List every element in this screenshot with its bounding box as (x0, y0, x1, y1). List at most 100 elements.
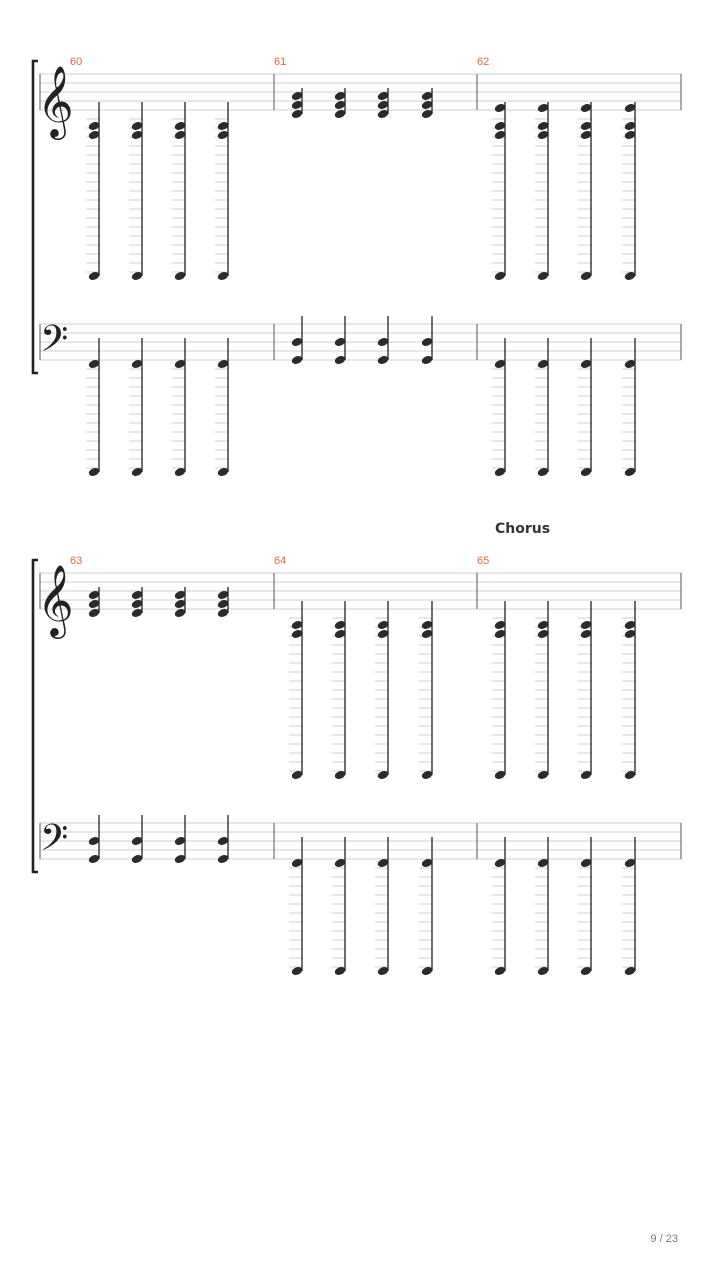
notehead (334, 356, 346, 364)
notehead (174, 837, 186, 845)
notehead (174, 609, 186, 617)
notehead (291, 621, 303, 629)
notehead (131, 591, 143, 599)
notehead (377, 356, 389, 364)
notehead (624, 468, 636, 476)
notehead (88, 468, 100, 476)
notehead (421, 630, 433, 638)
notehead (217, 122, 229, 130)
notehead (494, 468, 506, 476)
notehead (580, 122, 592, 130)
notehead (334, 967, 346, 975)
notehead (217, 609, 229, 617)
notehead (624, 630, 636, 638)
notehead (291, 101, 303, 109)
notehead (580, 468, 592, 476)
notehead (377, 967, 389, 975)
treble-clef-icon: 𝄞 (37, 64, 74, 140)
notehead (537, 131, 549, 139)
notehead (494, 272, 506, 280)
notehead (537, 967, 549, 975)
notehead (421, 771, 433, 779)
notehead (421, 110, 433, 118)
notehead (537, 468, 549, 476)
notehead (421, 92, 433, 100)
notehead (494, 122, 506, 130)
notehead (88, 360, 100, 368)
system-bracket (31, 558, 38, 874)
notehead (334, 859, 346, 867)
notehead (334, 630, 346, 638)
notehead (88, 272, 100, 280)
notehead (217, 591, 229, 599)
notehead (88, 855, 100, 863)
notehead (377, 630, 389, 638)
notehead (537, 859, 549, 867)
notehead (217, 131, 229, 139)
notehead (580, 630, 592, 638)
notehead (580, 621, 592, 629)
notehead (131, 837, 143, 845)
section-marker-chorus: Chorus (495, 521, 550, 537)
notehead (421, 356, 433, 364)
notehead (334, 338, 346, 346)
notehead (494, 131, 506, 139)
notehead (174, 591, 186, 599)
notehead (421, 859, 433, 867)
notehead (291, 771, 303, 779)
notehead (537, 122, 549, 130)
notehead (377, 621, 389, 629)
notehead (494, 859, 506, 867)
notehead (291, 92, 303, 100)
notehead (494, 621, 506, 629)
notehead (217, 837, 229, 845)
notehead (624, 771, 636, 779)
treble-clef-icon: 𝄞 (37, 563, 74, 639)
notehead (494, 630, 506, 638)
notehead (421, 338, 433, 346)
notehead (377, 92, 389, 100)
notehead (88, 609, 100, 617)
notehead (334, 110, 346, 118)
notehead (421, 621, 433, 629)
notehead (421, 967, 433, 975)
notehead (88, 600, 100, 608)
notehead (334, 771, 346, 779)
notehead (624, 967, 636, 975)
notehead (377, 859, 389, 867)
measure-number: 62 (477, 56, 489, 68)
notehead (291, 630, 303, 638)
notehead (174, 131, 186, 139)
notehead (580, 131, 592, 139)
measure-number: 61 (274, 56, 286, 68)
notehead (377, 338, 389, 346)
notehead (174, 272, 186, 280)
notehead (174, 360, 186, 368)
notehead (131, 855, 143, 863)
notehead (174, 600, 186, 608)
notehead (174, 855, 186, 863)
notehead (217, 600, 229, 608)
notehead (537, 272, 549, 280)
notehead (131, 272, 143, 280)
notehead (88, 837, 100, 845)
notehead (537, 621, 549, 629)
notehead (131, 360, 143, 368)
notehead (580, 360, 592, 368)
notehead (131, 609, 143, 617)
notehead (537, 630, 549, 638)
notehead (494, 771, 506, 779)
measure-number: 60 (70, 56, 82, 68)
notehead (494, 967, 506, 975)
notehead (580, 859, 592, 867)
notehead (334, 101, 346, 109)
notehead (217, 272, 229, 280)
notehead (624, 104, 636, 112)
page-number: 9 / 23 (650, 1233, 678, 1245)
measure-number: 63 (70, 555, 82, 567)
notehead (217, 855, 229, 863)
notehead (624, 859, 636, 867)
